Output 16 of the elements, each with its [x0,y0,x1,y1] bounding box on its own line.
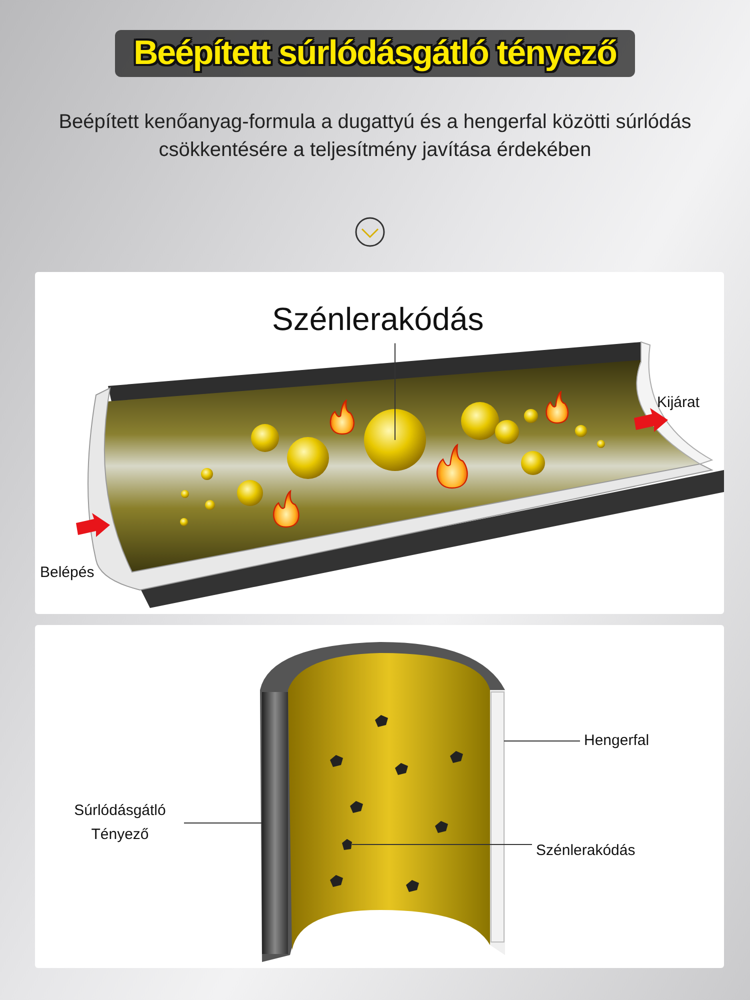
friction-layer [262,692,288,954]
subtitle: Beépített kenőanyag-formula a dugattyú és a hengerfal közötti súrlódás csökkentésére a teljesítmény javítása érdekében [58,110,692,163]
part-label: Belépés [40,561,94,585]
leader-line [394,342,396,440]
title: Beépített súrlódásgátló tényező [115,30,635,77]
part-label: Szénlerakódás [536,839,636,863]
part-label: Súrlódásgátló Tényező [60,799,180,847]
leader-line [352,844,532,845]
part-label: Kijárat [657,391,700,415]
cylinder-wall [490,692,504,942]
deposit-ball [364,409,426,471]
part-label: Hengerfal [584,729,650,753]
leader-line [184,822,262,824]
part-label: Szénlerakódás [272,294,484,346]
leader-line [504,740,580,742]
deposit-particle [342,839,352,850]
